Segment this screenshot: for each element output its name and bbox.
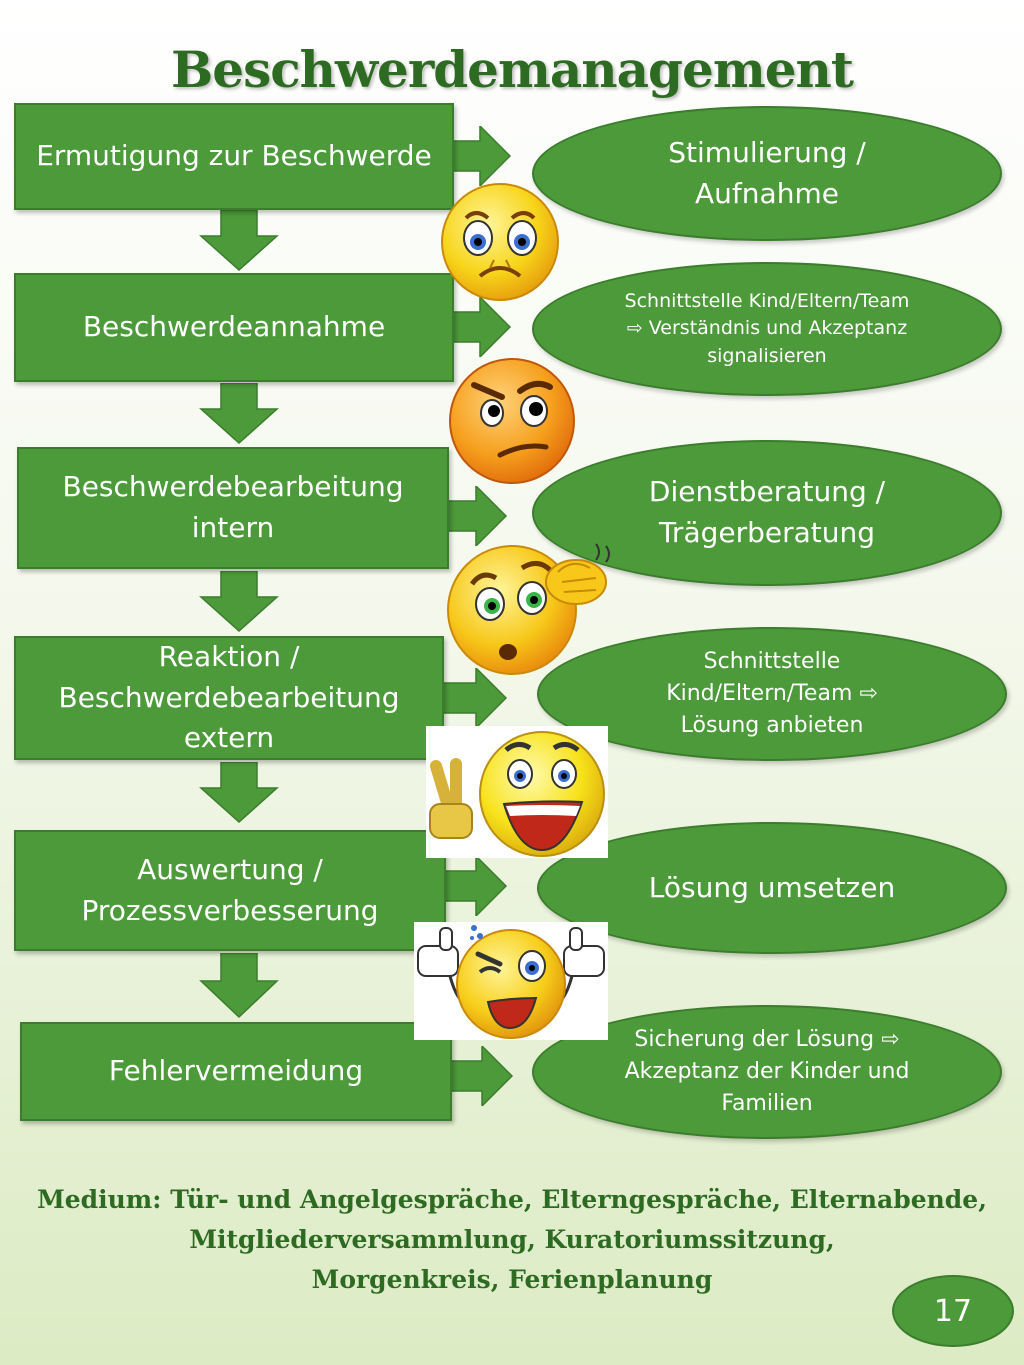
step-label: Fehlervermeidung [108,1054,364,1088]
thumbs-up-wink-smiley-image [414,922,608,1040]
page-title: Beschwerdemanagement [171,40,854,99]
step-label: Reaktion / Beschwerdebearbeitung extern [58,640,400,755]
step-box-encouragement: Ermutigung zur Beschwerde [14,103,454,210]
step-box-acceptance: Beschwerdeannahme [14,273,454,382]
result-label: Lösung umsetzen [648,870,896,904]
result-ellipse-implement-solution: Lösung umsetzen [537,822,1007,954]
result-ellipse-consultation: Dienstberatung / Trägerberatung [532,440,1002,586]
down-arrow-3 [199,571,279,633]
step-box-error-prevention: Fehlervermeidung [20,1022,452,1121]
down-arrow-1 [199,210,279,272]
step-box-internal-processing: Beschwerdebearbeitung intern [17,447,449,569]
footer-line-3: Morgenkreis, Ferienplanung [311,1265,713,1294]
medium-footer: Medium: Tür- und Angelgespräche, Elterng… [0,1180,1024,1300]
result-ellipse-stimulation: Stimulierung / Aufnahme [532,106,1002,241]
result-label: Schnittstelle Kind/Eltern/Team ⇨ Verstän… [624,289,910,367]
thinking-face-icon [449,358,575,484]
down-arrow-5 [199,953,279,1019]
page-number-label: 17 [933,1293,973,1329]
confused-face-icon [447,543,610,675]
right-arrow-5 [436,856,508,916]
step-label: Ermutigung zur Beschwerde [36,139,432,173]
victory-hand-smiley-image [426,726,608,858]
worried-face-icon [441,183,559,301]
victory-hand-smiley-icon [429,731,605,857]
step-box-evaluation: Auswertung / Prozessverbesserung [14,830,446,951]
result-ellipse-interface-understanding: Schnittstelle Kind/Eltern/Team ⇨ Verstän… [532,262,1002,396]
result-label: Stimulierung / Aufnahme [668,135,866,210]
thumbs-up-wink-smiley-icon [417,925,605,1039]
result-label: Sicherung der Lösung ⇨ Akzeptanz der Kin… [624,1027,910,1116]
result-ellipse-secure-solution: Sicherung der Lösung ⇨ Akzeptanz der Kin… [532,1005,1002,1139]
footer-line-1: Medium: Tür- und Angelgespräche, Elterng… [37,1185,987,1214]
result-ellipse-offer-solution: Schnittstelle Kind/Eltern/Team ⇨ Lösung … [537,627,1007,761]
result-label: Schnittstelle Kind/Eltern/Team ⇨ Lösung … [666,649,878,738]
footer-line-2: Mitgliederversammlung, Kuratoriumssitzun… [189,1225,835,1254]
step-box-external-processing: Reaktion / Beschwerdebearbeitung extern [14,636,444,760]
step-label: Beschwerdebearbeitung intern [62,470,404,544]
step-label: Beschwerdeannahme [82,310,386,344]
down-arrow-4 [199,762,279,824]
right-arrow-6 [442,1046,514,1106]
page-number: 17 [892,1275,1014,1347]
step-label: Auswertung / Prozessverbesserung [81,852,379,927]
down-arrow-2 [199,383,279,445]
result-label: Dienstberatung / Trägerberatung [648,475,886,549]
